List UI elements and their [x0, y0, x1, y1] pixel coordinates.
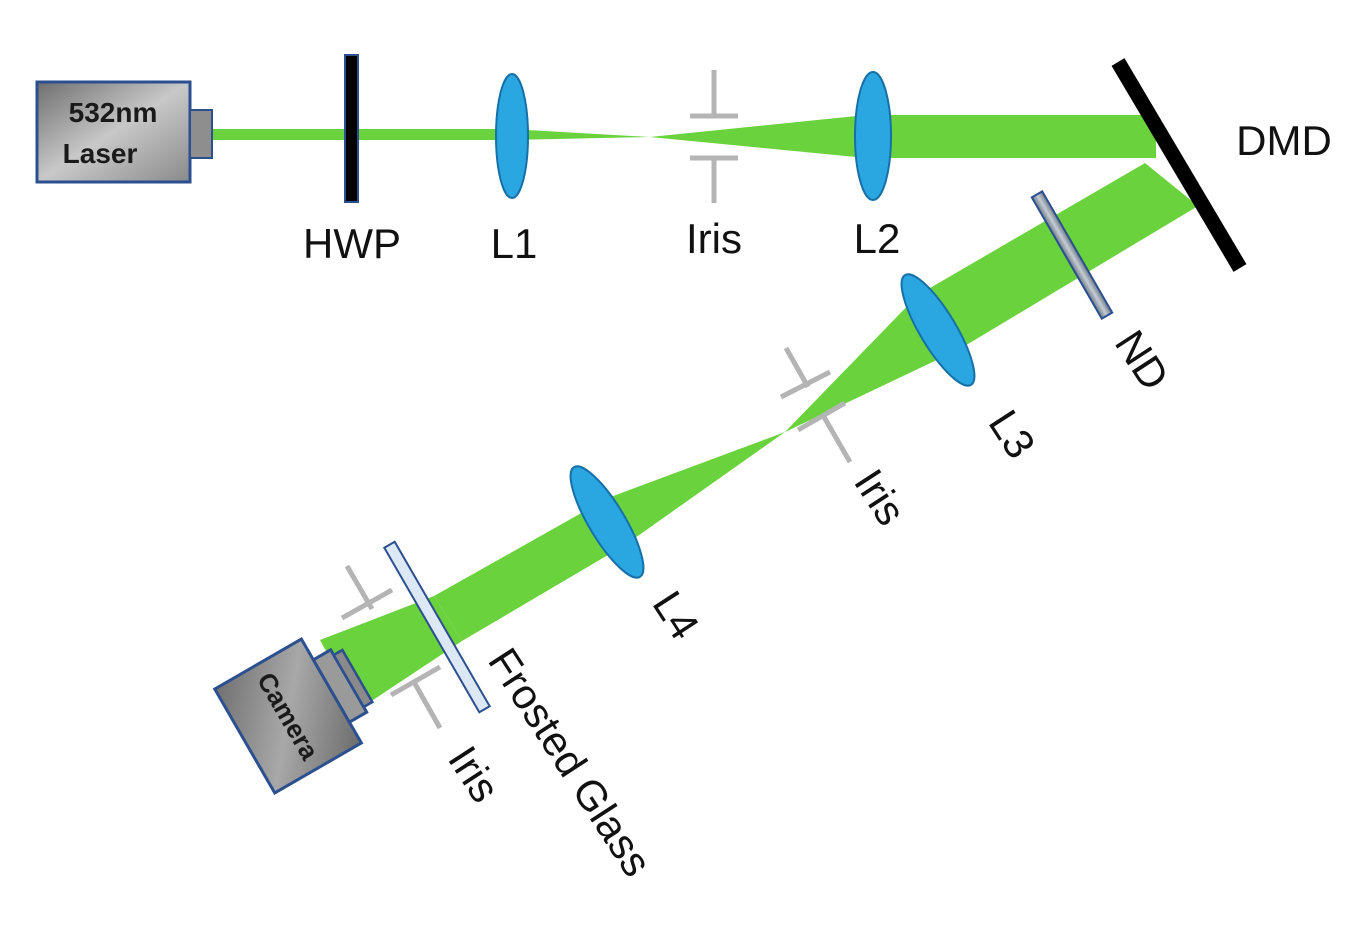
laser-label-wavelength: 532nm — [69, 97, 158, 128]
l4-label: L4 — [644, 583, 709, 648]
lens-l4 — [569, 465, 645, 579]
beam-segment-expanded-to-l2 — [650, 115, 866, 158]
dmd-mirror — [1111, 58, 1247, 272]
laser-aperture — [189, 109, 213, 159]
camera: Camera — [212, 636, 375, 796]
half-wave-plate — [344, 54, 359, 203]
lens-l1 — [495, 73, 529, 199]
beam-segment-l2-to-dmd — [866, 115, 1156, 158]
lens-l3 — [900, 273, 976, 387]
laser-source: 532nm Laser — [35, 80, 213, 184]
beam-segment-l4-to-glass — [434, 498, 625, 641]
beam-segment-dmd-to-l3 — [918, 163, 1198, 350]
laser-housing — [35, 80, 192, 184]
l3-label: L3 — [980, 402, 1045, 467]
beam-segment-l1-focus — [510, 129, 650, 140]
iris-3-label: Iris — [439, 738, 509, 811]
iris-2-label: Iris — [845, 461, 915, 534]
nd-label: ND — [1106, 322, 1178, 398]
laser-beam — [212, 115, 1198, 710]
dmd-label: DMD — [1236, 117, 1332, 164]
iris-2 — [779, 346, 853, 464]
l1-label: L1 — [491, 220, 538, 267]
beam-segment-laser-to-l1 — [212, 129, 510, 140]
iris-3 — [340, 564, 443, 730]
frosted-glass — [382, 540, 492, 714]
beam-segment-l3-focus — [785, 295, 958, 432]
nd-filter — [1030, 190, 1114, 320]
iris-1-label: Iris — [686, 215, 742, 262]
laser-label-name: Laser — [63, 138, 138, 169]
iris-1 — [690, 70, 738, 203]
hwp-label: HWP — [303, 220, 401, 267]
beam-segment-focus-to-l4 — [608, 432, 785, 545]
l2-label: L2 — [854, 215, 901, 262]
lens-l2 — [854, 71, 892, 201]
frosted-glass-label: Frosted Glass — [479, 640, 661, 885]
camera-lens-ring — [331, 648, 375, 709]
